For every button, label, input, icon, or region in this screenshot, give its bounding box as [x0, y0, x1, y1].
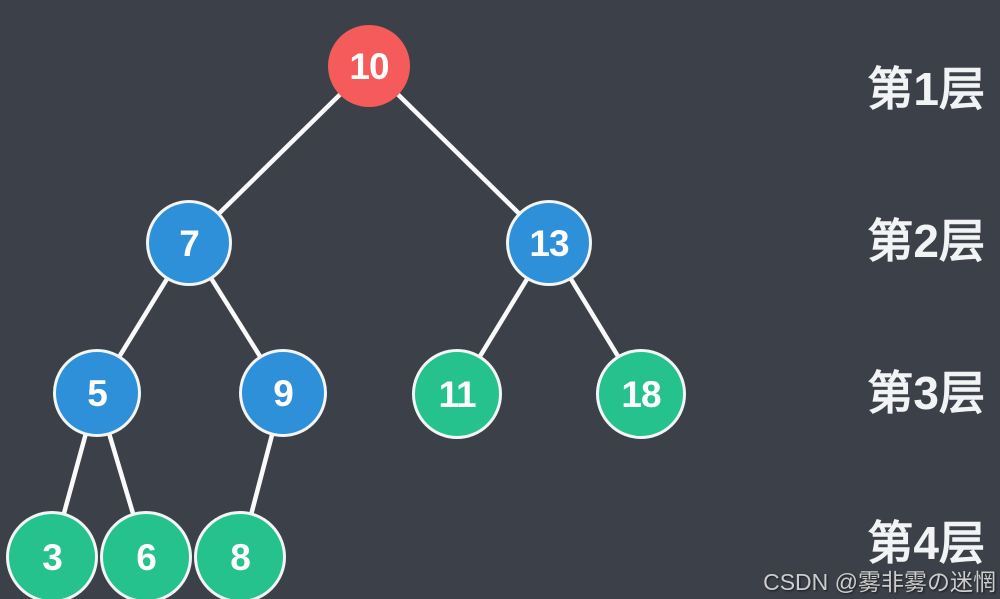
tree-node-13: 13	[506, 200, 592, 286]
csdn-watermark: CSDN @雾非雾の迷惘	[763, 569, 996, 595]
tree-node-10: 10	[328, 25, 410, 107]
tree-node-value: 13	[529, 222, 569, 264]
tree-node-18: 18	[596, 349, 686, 439]
tree-node-7: 7	[146, 200, 232, 286]
level-4-label: 第4层	[867, 517, 985, 569]
level-3-label: 第3层	[867, 367, 985, 419]
tree-node-9: 9	[239, 349, 327, 437]
level-2-label: 第2层	[867, 215, 985, 267]
tree-node-value: 5	[87, 372, 108, 414]
tree-node-5: 5	[53, 349, 141, 437]
tree-node-value: 3	[42, 536, 63, 578]
tree-node-value: 6	[136, 536, 157, 578]
tree-node-value: 18	[621, 373, 661, 415]
tree-node-8: 8	[194, 511, 286, 599]
level-1-label: 第1层	[867, 63, 985, 115]
tree-node-value: 8	[230, 536, 251, 578]
tree-node-value: 11	[438, 373, 476, 415]
tree-node-11: 11	[412, 349, 502, 439]
tree-node-value: 10	[349, 45, 389, 87]
tree-node-6: 6	[100, 511, 192, 599]
tree-node-value: 7	[179, 222, 200, 264]
tree-node-3: 3	[6, 511, 98, 599]
tree-node-value: 9	[273, 372, 294, 414]
